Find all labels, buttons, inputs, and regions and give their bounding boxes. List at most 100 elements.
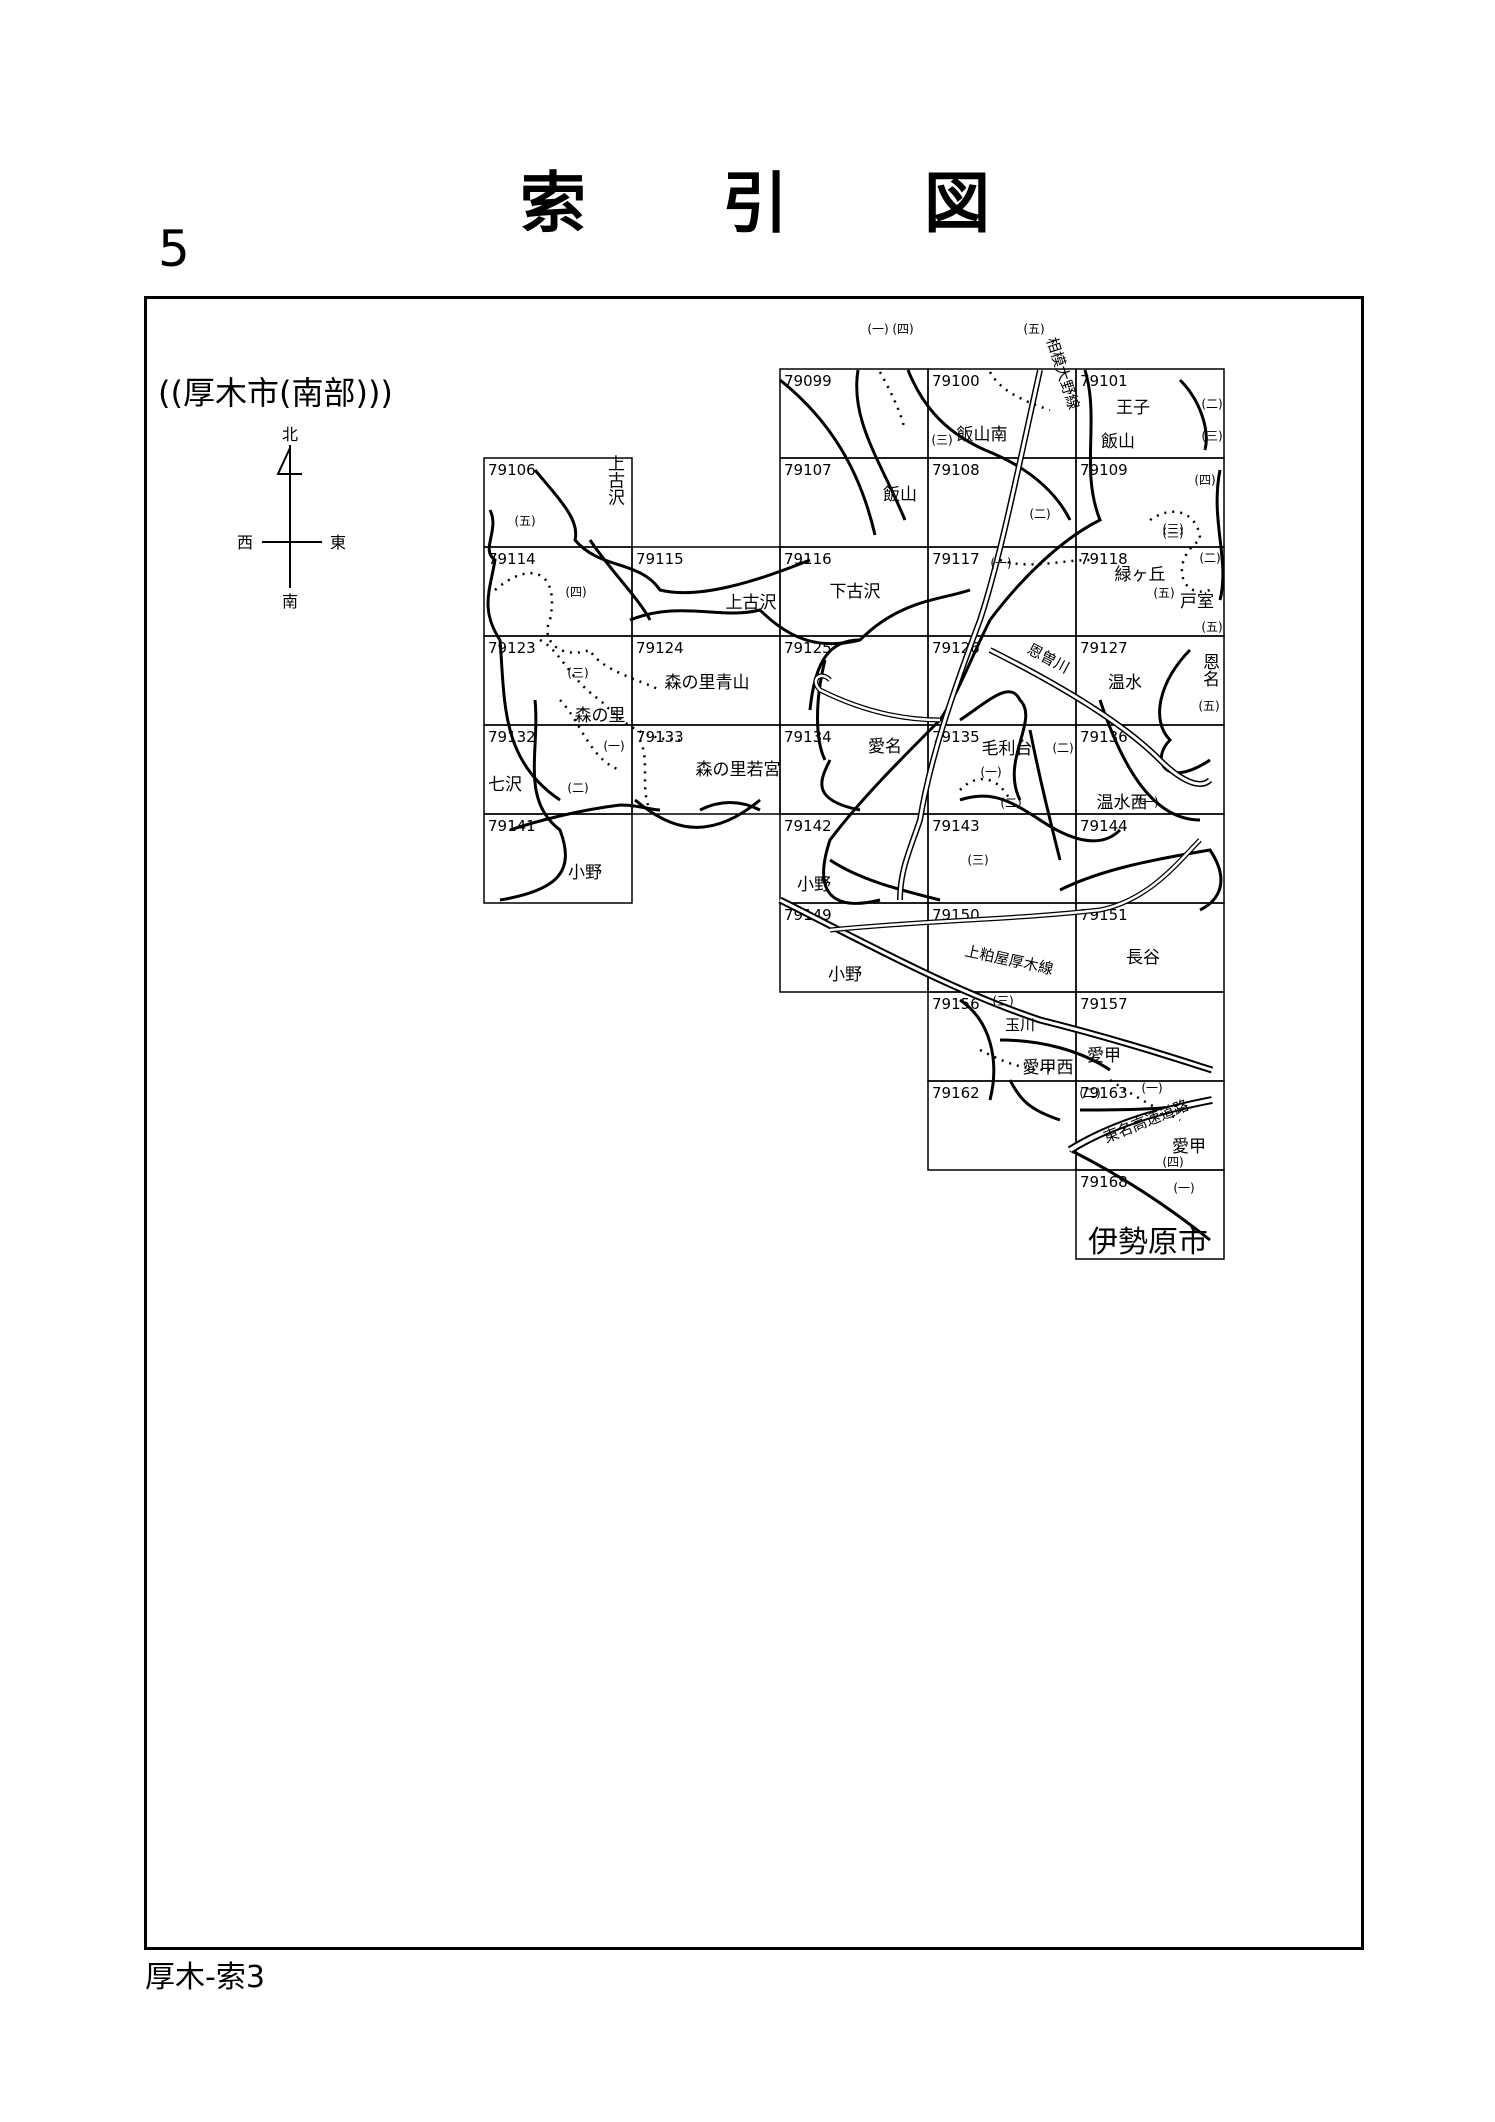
- place-name: 飯山南: [957, 425, 1008, 445]
- title-char-1: 索: [520, 165, 586, 242]
- place-name: 緑ヶ丘: [1115, 565, 1166, 585]
- chome-mark: (三): [1201, 429, 1222, 443]
- chome-mark: (一): [867, 322, 888, 336]
- compass: [262, 445, 322, 588]
- grid-cell-number: 79118: [1080, 550, 1128, 568]
- map-labels: 飯山南王子飯山飯山上古沢下古沢上古沢緑ヶ丘戸室温水恩名森の里青山森の里愛名毛利台…: [488, 322, 1223, 1260]
- chome-mark: (四): [1194, 473, 1215, 487]
- chome-mark: (一): [603, 739, 624, 753]
- chome-mark: (二): [1201, 397, 1222, 411]
- railway-label: 相模大野線: [1043, 335, 1083, 412]
- compass-south: 南: [282, 592, 298, 611]
- compass-north: 北: [282, 425, 298, 444]
- chome-mark: (一): [980, 765, 1001, 779]
- region-label: ((厚木市(南部))): [158, 374, 393, 412]
- compass-east: 東: [330, 533, 346, 552]
- chome-mark: (三): [931, 433, 952, 447]
- grid-cell-number: 79143: [932, 817, 980, 835]
- grid-cell-number: 79108: [932, 461, 980, 479]
- grid-cell: [1075, 1169, 1225, 1260]
- chome-mark: (五): [1201, 620, 1222, 634]
- grid-cell-number: 79157: [1080, 995, 1128, 1013]
- place-name: 飯山: [883, 485, 917, 505]
- chome-mark: (三): [967, 853, 988, 867]
- grid-cell-number: 79134: [784, 728, 832, 746]
- footer-label: 厚木-索3: [145, 1960, 265, 1995]
- chome-mark: (四): [565, 585, 586, 599]
- place-name: 森の里若宮: [696, 760, 781, 780]
- place-name: 上古沢: [604, 454, 625, 505]
- grid-cell-number: 79107: [784, 461, 832, 479]
- place-name: 恩名: [1199, 653, 1220, 687]
- place-name: 飯山: [1101, 432, 1135, 452]
- page-number: 5: [158, 220, 190, 278]
- place-name: 小野: [828, 965, 862, 985]
- place-name: 七沢: [488, 775, 522, 795]
- place-name: 愛甲: [1172, 1137, 1206, 1157]
- grid-cell-number: 79101: [1080, 372, 1128, 390]
- chome-mark: (五): [514, 514, 535, 528]
- place-name: 小野: [797, 875, 831, 895]
- chome-mark: (三): [1162, 522, 1183, 536]
- chome-mark: (一): [990, 556, 1011, 570]
- place-name: 長谷: [1126, 948, 1160, 968]
- grid-cell-number: 79168: [1080, 1173, 1128, 1191]
- place-name: 森の里: [575, 706, 626, 726]
- place-name: 愛甲西: [1023, 1058, 1074, 1078]
- place-name: 毛利台: [982, 739, 1033, 759]
- chome-mark: (二): [567, 781, 588, 795]
- chome-mark: (二): [1029, 507, 1050, 521]
- neighbor-city-label: 伊勢原市: [1088, 1225, 1208, 1260]
- chome-mark: (二): [1199, 551, 1220, 565]
- chome-mark: (四): [1162, 1155, 1183, 1169]
- place-name: 玉川: [1005, 1016, 1035, 1034]
- place-name: 愛名: [868, 737, 902, 757]
- chome-mark: (二): [1000, 796, 1021, 810]
- grid-cell-number: 79163: [1080, 1084, 1128, 1102]
- grid-cell-number: 79109: [1080, 461, 1128, 479]
- place-name: 上古沢: [726, 593, 777, 613]
- grid-cell-number: 79133: [636, 728, 684, 746]
- chome-mark: (五): [1198, 699, 1219, 713]
- transport-lines: [778, 369, 1214, 1154]
- chome-dotted-lines: [494, 371, 1211, 1122]
- chome-mark: (一): [1137, 795, 1158, 809]
- place-name: 温水: [1108, 673, 1142, 693]
- place-name: 下古沢: [830, 582, 881, 602]
- chome-mark: (三): [1162, 526, 1183, 540]
- grid-cell-number: 79116: [784, 550, 832, 568]
- page-title: 索 引 図: [520, 150, 990, 242]
- place-name: 森の里青山: [665, 673, 750, 693]
- grid-cell-number: 79106: [488, 461, 536, 479]
- place-name: 王子: [1116, 398, 1150, 418]
- boundary-lines: [486, 369, 1225, 1242]
- grid-cell: [483, 813, 633, 904]
- chome-mark: (一): [1173, 1181, 1194, 1195]
- map-frame: [144, 296, 1364, 1950]
- place-name: 小野: [568, 863, 602, 883]
- grid-cell-number: 79115: [636, 550, 684, 568]
- chome-mark: (二): [1052, 741, 1073, 755]
- place-name: 温水西: [1097, 793, 1148, 813]
- place-name: 愛甲: [1087, 1046, 1121, 1066]
- grid-cell-number: 79124: [636, 639, 684, 657]
- chome-mark: (三): [567, 666, 588, 680]
- grid-cell-number: 79114: [488, 550, 536, 568]
- compass-west: 西: [237, 533, 253, 552]
- title-char-3: 図: [924, 165, 990, 242]
- grid-cell-number: 79117: [932, 550, 980, 568]
- grid-cell-number: 79136: [1080, 728, 1128, 746]
- title-char-2: 引: [722, 165, 788, 242]
- grid-cell-number: 79123: [488, 639, 536, 657]
- grid-cell-number: 79127: [1080, 639, 1128, 657]
- road-label: 上粕屋厚木線: [963, 942, 1055, 978]
- grid-cell-number: 79141: [488, 817, 536, 835]
- chome-mark: (五): [1153, 586, 1174, 600]
- grid-cell-number: 79162: [932, 1084, 980, 1102]
- chome-mark: (三): [992, 994, 1013, 1008]
- chome-mark: (二): [1079, 1086, 1100, 1100]
- grid-cell-number: 79099: [784, 372, 832, 390]
- grid-cell-number: 79142: [784, 817, 832, 835]
- grid-cell-number: 79144: [1080, 817, 1128, 835]
